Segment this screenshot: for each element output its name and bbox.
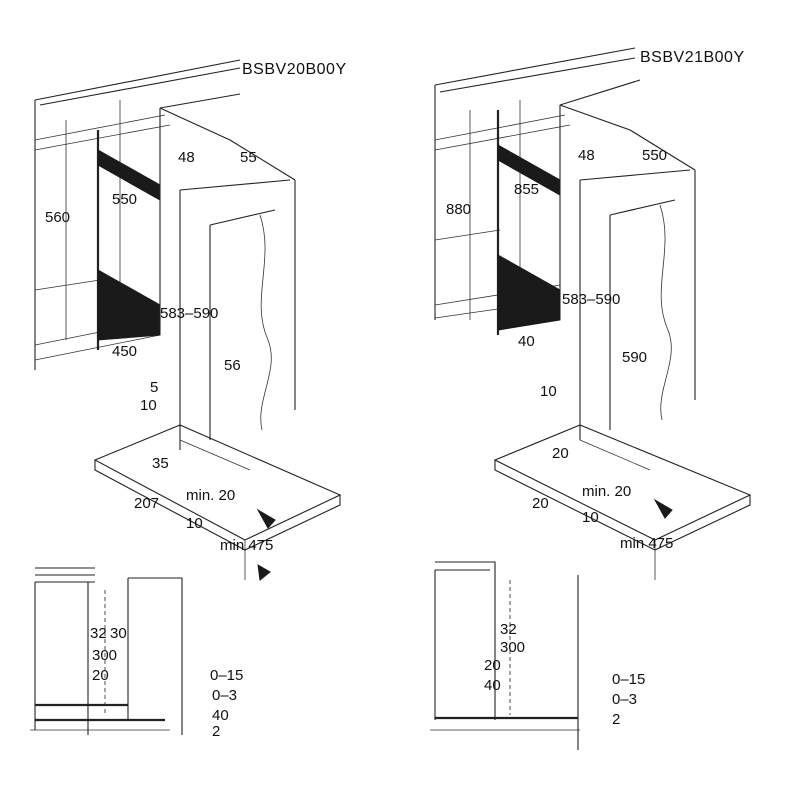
left-bottom-label-2: 30 <box>110 625 127 642</box>
left-upper-label-1: 48 <box>178 149 195 166</box>
right-bottom-label-2: 300 <box>500 639 525 656</box>
left-model-title: BSBV20B00Y <box>242 61 347 78</box>
right-bottom-label-6: 0–3 <box>612 691 637 708</box>
left-mid-label-1: 450 <box>112 343 137 360</box>
right-installation-drawing: BSBV21B00Y 48 550 880 855 583–590 40 590… <box>430 47 752 750</box>
left-bottom-label-1: 32 <box>90 625 107 642</box>
left-bottom-label-5: 0–15 <box>210 667 243 684</box>
left-bottom-label-8: 2 <box>212 723 220 740</box>
left-lower-label-4: 10 <box>186 515 203 532</box>
left-lower-label-5: min 475 <box>220 537 273 554</box>
left-bottom-label-3: 300 <box>92 647 117 664</box>
left-upper-label-4: 550 <box>112 191 137 208</box>
left-upper-label-3: 560 <box>45 209 70 226</box>
right-upper-label-3: 880 <box>446 201 471 218</box>
right-bottom-label-4: 40 <box>484 677 501 694</box>
right-lower-label-1: 20 <box>532 495 549 512</box>
left-bottom-label-7: 40 <box>212 707 229 724</box>
left-mid-label-2: 5 <box>150 379 158 396</box>
left-upper-label-5: 583–590 <box>160 305 218 322</box>
left-bottom-label-4: 20 <box>92 667 109 684</box>
left-mid-label-4: 56 <box>224 357 241 374</box>
right-mid-label-1: 583–590 <box>562 291 620 308</box>
right-upper-label-2: 550 <box>642 147 667 164</box>
right-bottom-label-1: 32 <box>500 621 517 638</box>
left-upper-label-2: 55 <box>240 149 257 166</box>
left-bottom-label-6: 0–3 <box>212 687 237 704</box>
right-mid-label-3: 590 <box>622 349 647 366</box>
left-lower-label-2: 207 <box>134 495 159 512</box>
right-bottom-label-7: 2 <box>612 711 620 728</box>
right-model-title: BSBV21B00Y <box>640 49 745 66</box>
right-lower-label-2: min 475 <box>620 535 673 552</box>
right-upper-label-1: 48 <box>578 147 595 164</box>
right-bottom-label-3: 20 <box>484 657 501 674</box>
left-lower-label-3: min. 20 <box>186 487 235 504</box>
right-mid-label-2: 40 <box>518 333 535 350</box>
left-installation-drawing: BSBV20B00Y 48 55 560 550 583–590 450 5 1… <box>30 59 347 740</box>
right-upper-label-4: 855 <box>514 181 539 198</box>
right-bottom-label-5: 0–15 <box>612 671 645 688</box>
right-lower-label-3: min. 20 <box>582 483 631 500</box>
right-lower-label-4: 10 <box>582 509 599 526</box>
right-mid-label-4: 10 <box>540 383 557 400</box>
right-mid-label-5: 20 <box>552 445 569 462</box>
left-mid-label-3: 10 <box>140 397 157 414</box>
left-lower-label-1: 35 <box>152 455 169 472</box>
